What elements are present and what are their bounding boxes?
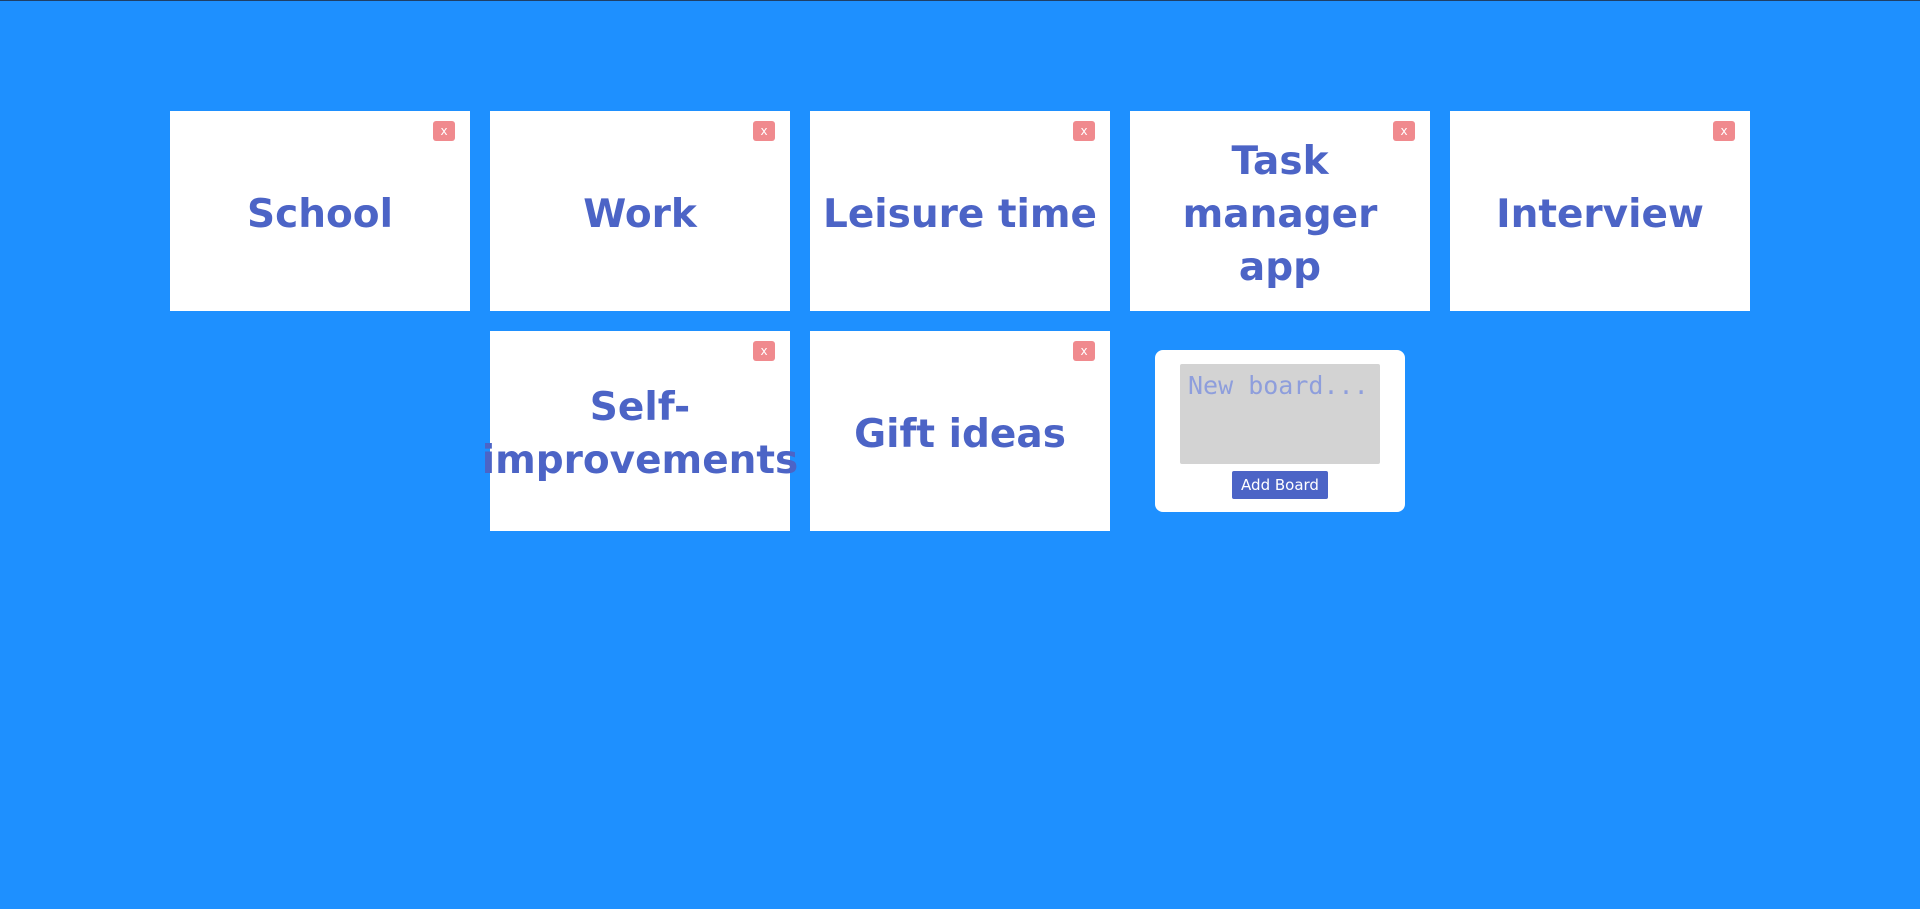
board-title: Gift ideas	[854, 411, 1066, 457]
board-list: x School x Work x Leisure time x Task ma…	[170, 111, 1750, 531]
delete-board-button[interactable]: x	[753, 121, 775, 141]
delete-board-button[interactable]: x	[1713, 121, 1735, 141]
delete-board-button[interactable]: x	[433, 121, 455, 141]
board-card[interactable]: x Task manager app	[1130, 111, 1430, 311]
add-board-form: Add Board	[1155, 350, 1405, 512]
board-card[interactable]: x School	[170, 111, 470, 311]
board-title: School	[247, 191, 393, 237]
board-title: Work	[583, 191, 697, 237]
board-card[interactable]: x Interview	[1450, 111, 1750, 311]
board-title: Leisure time	[822, 191, 1097, 237]
board-card[interactable]: x Self-improvements	[482, 331, 798, 531]
board-title: Interview	[1496, 191, 1704, 237]
board-card[interactable]: x Leisure time	[810, 111, 1110, 311]
window-top-edge	[0, 0, 1920, 1]
delete-board-button[interactable]: x	[753, 341, 775, 361]
delete-board-button[interactable]: x	[1073, 121, 1095, 141]
board-card[interactable]: x Gift ideas	[810, 331, 1110, 531]
delete-board-button[interactable]: x	[1073, 341, 1095, 361]
board-card[interactable]: x Work	[490, 111, 790, 311]
add-board-button[interactable]: Add Board	[1232, 471, 1328, 499]
board-title: Task manager app	[1182, 138, 1378, 290]
new-board-input[interactable]	[1180, 364, 1380, 464]
delete-board-button[interactable]: x	[1393, 121, 1415, 141]
board-title: Self-improvements	[481, 385, 799, 483]
